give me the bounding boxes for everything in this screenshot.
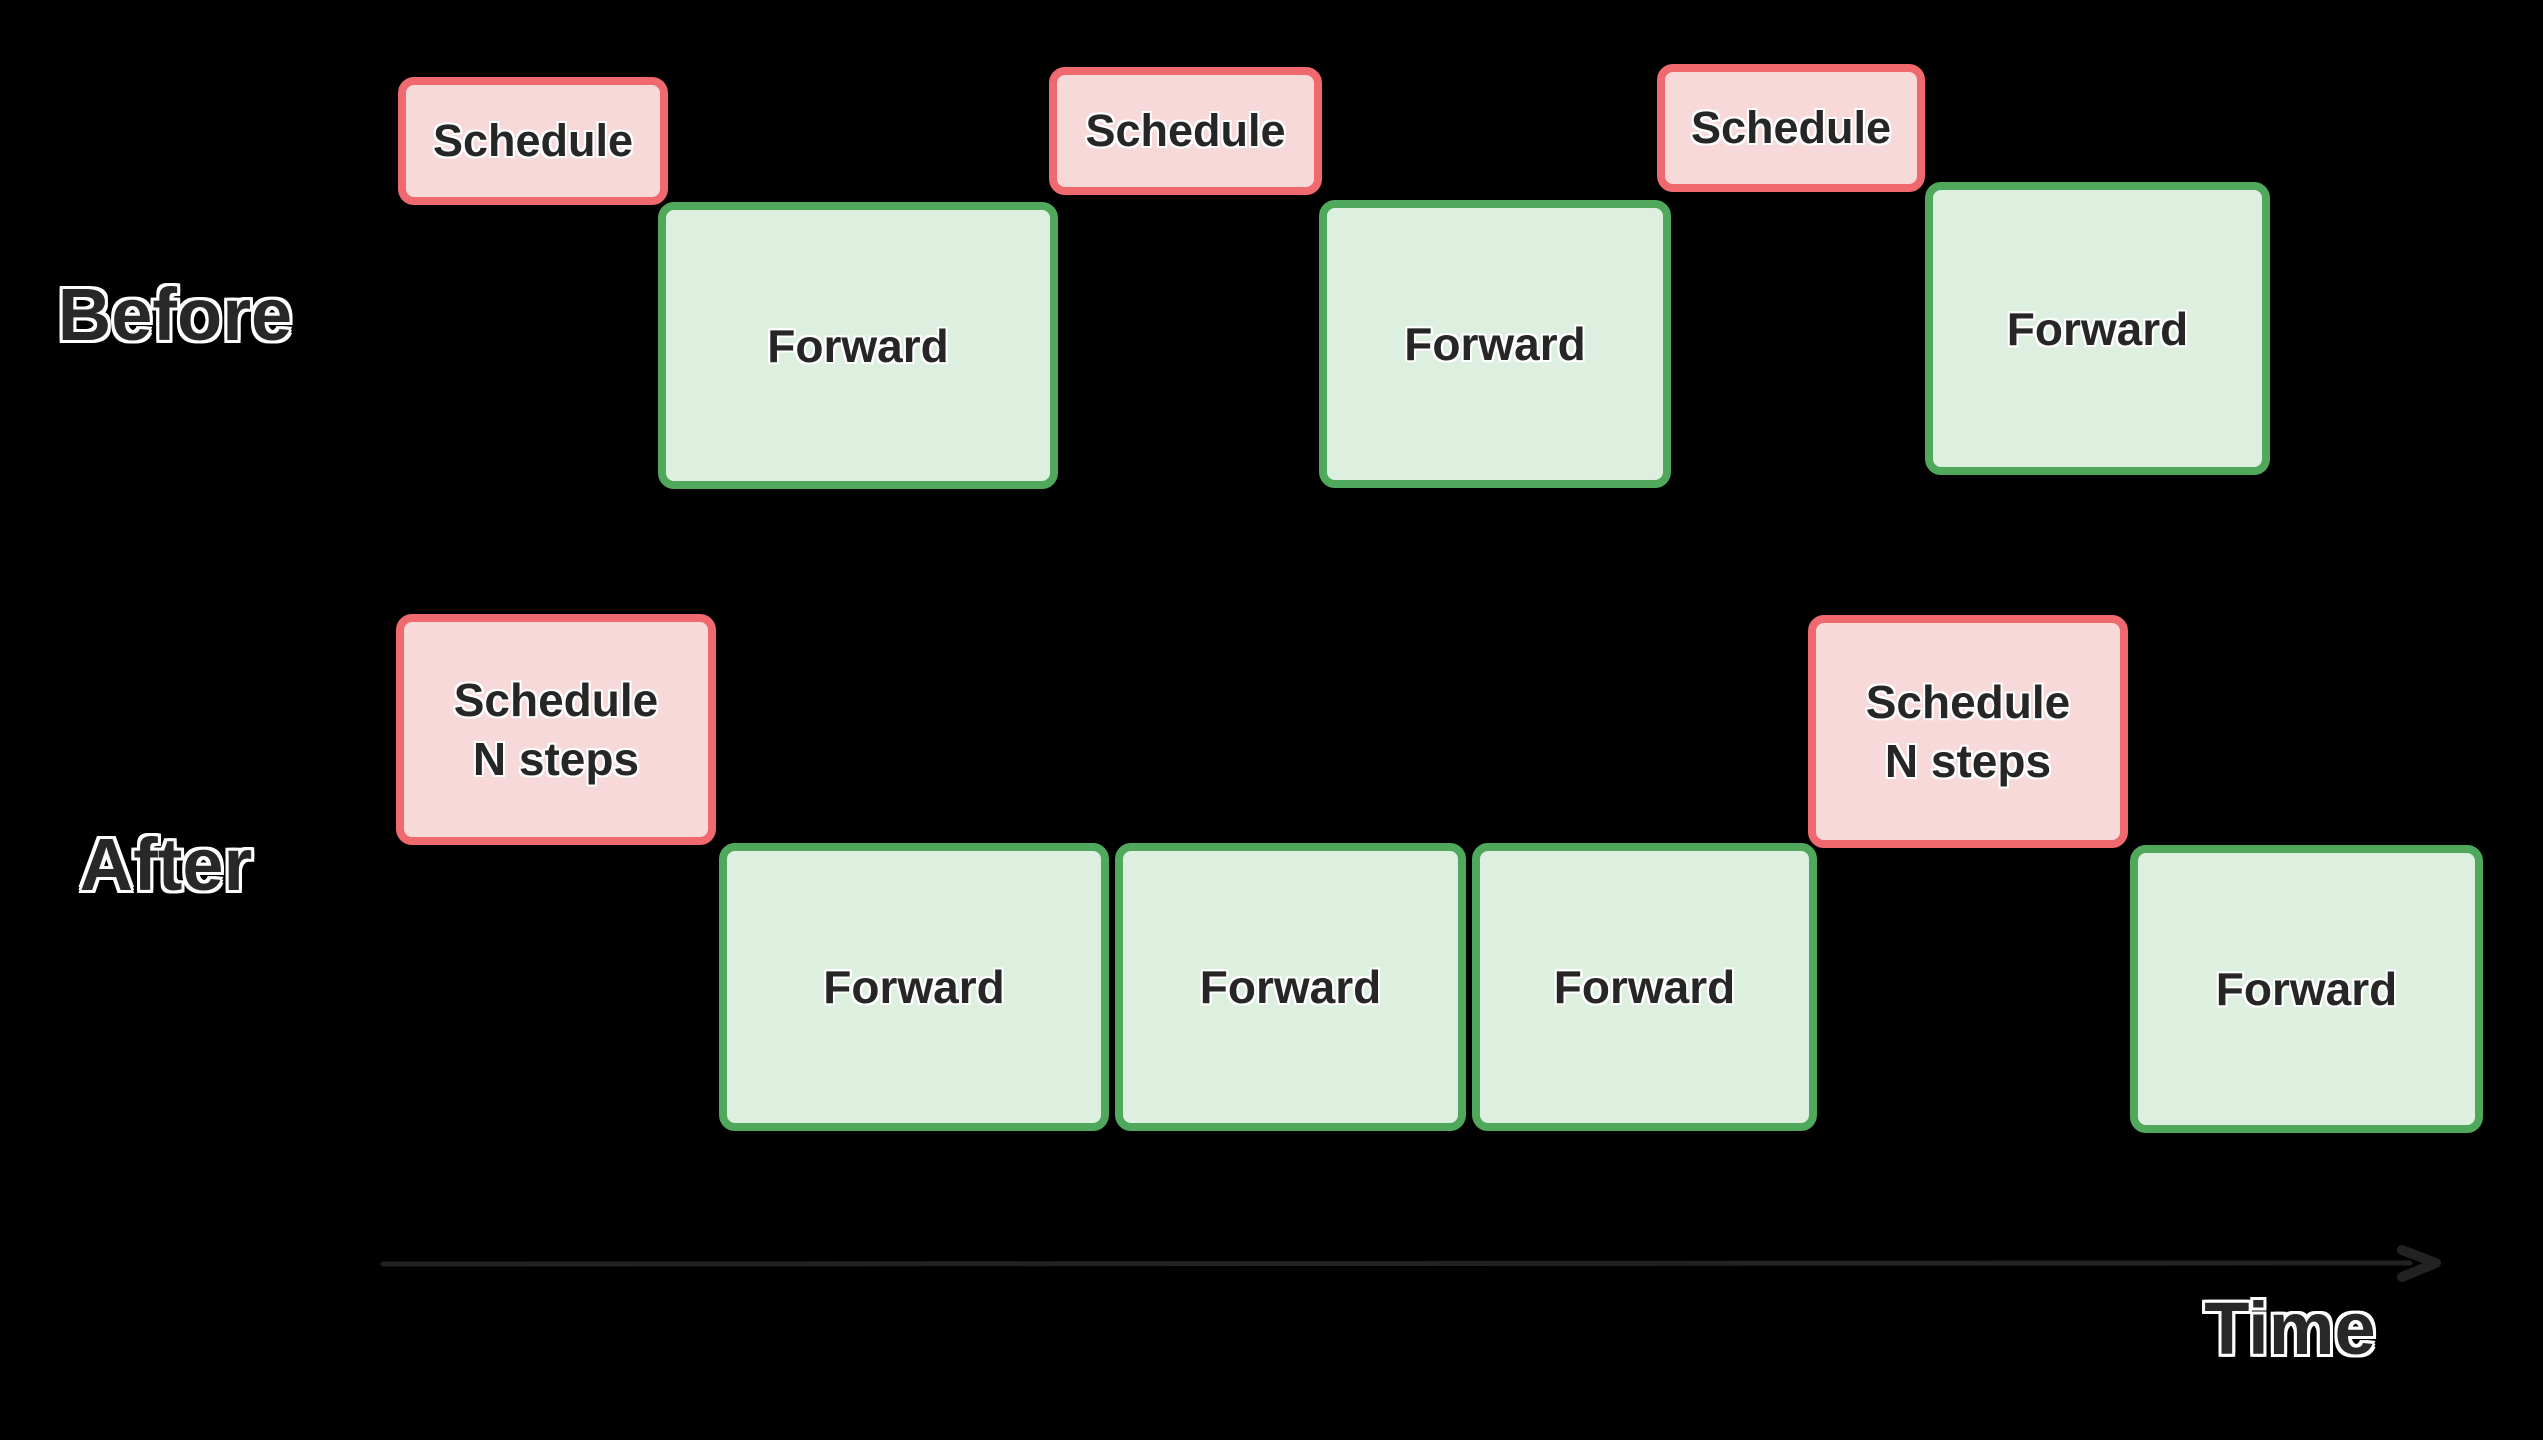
time-arrow-shaft [380,1260,2413,1267]
after-schedule-n-steps-box-2: Schedule N steps [1808,615,2128,848]
after-schedule-n-steps-box-1: Schedule N steps [396,614,716,845]
after-row-label: After [79,823,253,906]
time-axis-label: Time [2204,1287,2376,1370]
time-arrow-head-icon [2397,1245,2441,1282]
before-schedule-box-3: Schedule [1657,64,1925,192]
after-forward-box-2: Forward [1115,843,1466,1131]
after-forward-box-1: Forward [719,843,1109,1131]
before-forward-box-3: Forward [1925,182,2270,475]
after-forward-box-4: Forward [2130,845,2483,1133]
after-forward-box-3: Forward [1472,843,1817,1131]
before-schedule-box-1: Schedule [398,77,668,205]
before-forward-box-2: Forward [1319,200,1671,488]
before-schedule-box-2: Schedule [1049,67,1322,195]
before-forward-box-1: Forward [658,202,1058,489]
before-row-label: Before [57,273,293,356]
